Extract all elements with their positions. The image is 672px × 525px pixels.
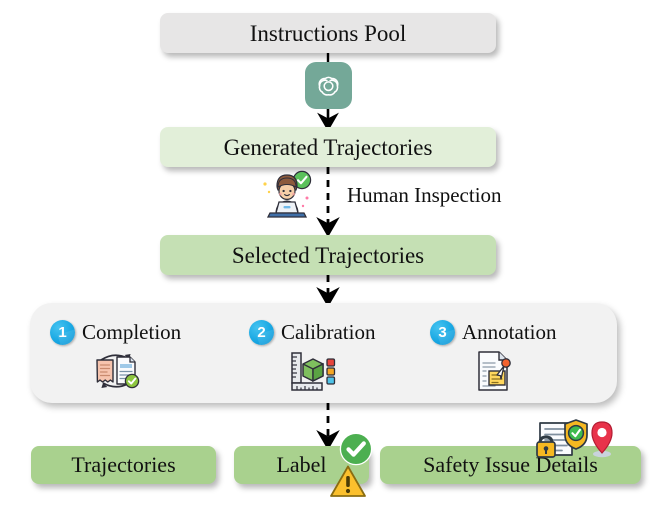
annotated-document-icon [478, 351, 512, 391]
stage-label: Completion [82, 320, 182, 344]
stage-annotation[interactable]: 3 Annotation [430, 320, 557, 393]
stage-calibration[interactable]: 2 Calibration [249, 320, 375, 393]
node-generated-trajectories[interactable]: Generated Trajectories [160, 127, 496, 167]
stage-number-badge: 2 [249, 320, 274, 345]
yellow-warning-triangle-icon [330, 465, 366, 497]
documents-sync-icon [95, 354, 139, 389]
stage-header: 3 Annotation [430, 320, 557, 345]
node-label: Generated Trajectories [223, 134, 433, 160]
node-instructions-pool[interactable]: Instructions Pool [160, 13, 496, 53]
node-label: Label [276, 452, 327, 477]
stage-label: Annotation [462, 320, 557, 344]
document-shield-lock-pin-icon [536, 419, 613, 458]
node-label: Selected Trajectories [231, 242, 425, 268]
node-trajectories-output[interactable]: Trajectories [31, 446, 216, 484]
green-check-circle-icon [339, 432, 373, 466]
node-label: Instructions Pool [249, 20, 407, 46]
ruler-cube-icon [291, 352, 336, 391]
stage-header: 2 Calibration [249, 320, 375, 345]
stage-label: Calibration [281, 320, 376, 344]
node-label: Safety Issue Details [423, 452, 598, 477]
stage-number-badge: 3 [430, 320, 455, 345]
person-at-laptop-icon [263, 170, 312, 218]
node-safety-issue-details[interactable]: Safety Issue Details [380, 446, 641, 484]
stage-completion[interactable]: 1 Completion [50, 320, 181, 393]
edge-label-human-inspection: Human Inspection [347, 183, 502, 207]
openai-logo-icon [305, 62, 352, 109]
stage-header: 1 Completion [50, 320, 181, 345]
stage-number-badge: 1 [50, 320, 75, 345]
node-selected-trajectories[interactable]: Selected Trajectories [160, 235, 496, 275]
node-label: Trajectories [71, 452, 176, 477]
